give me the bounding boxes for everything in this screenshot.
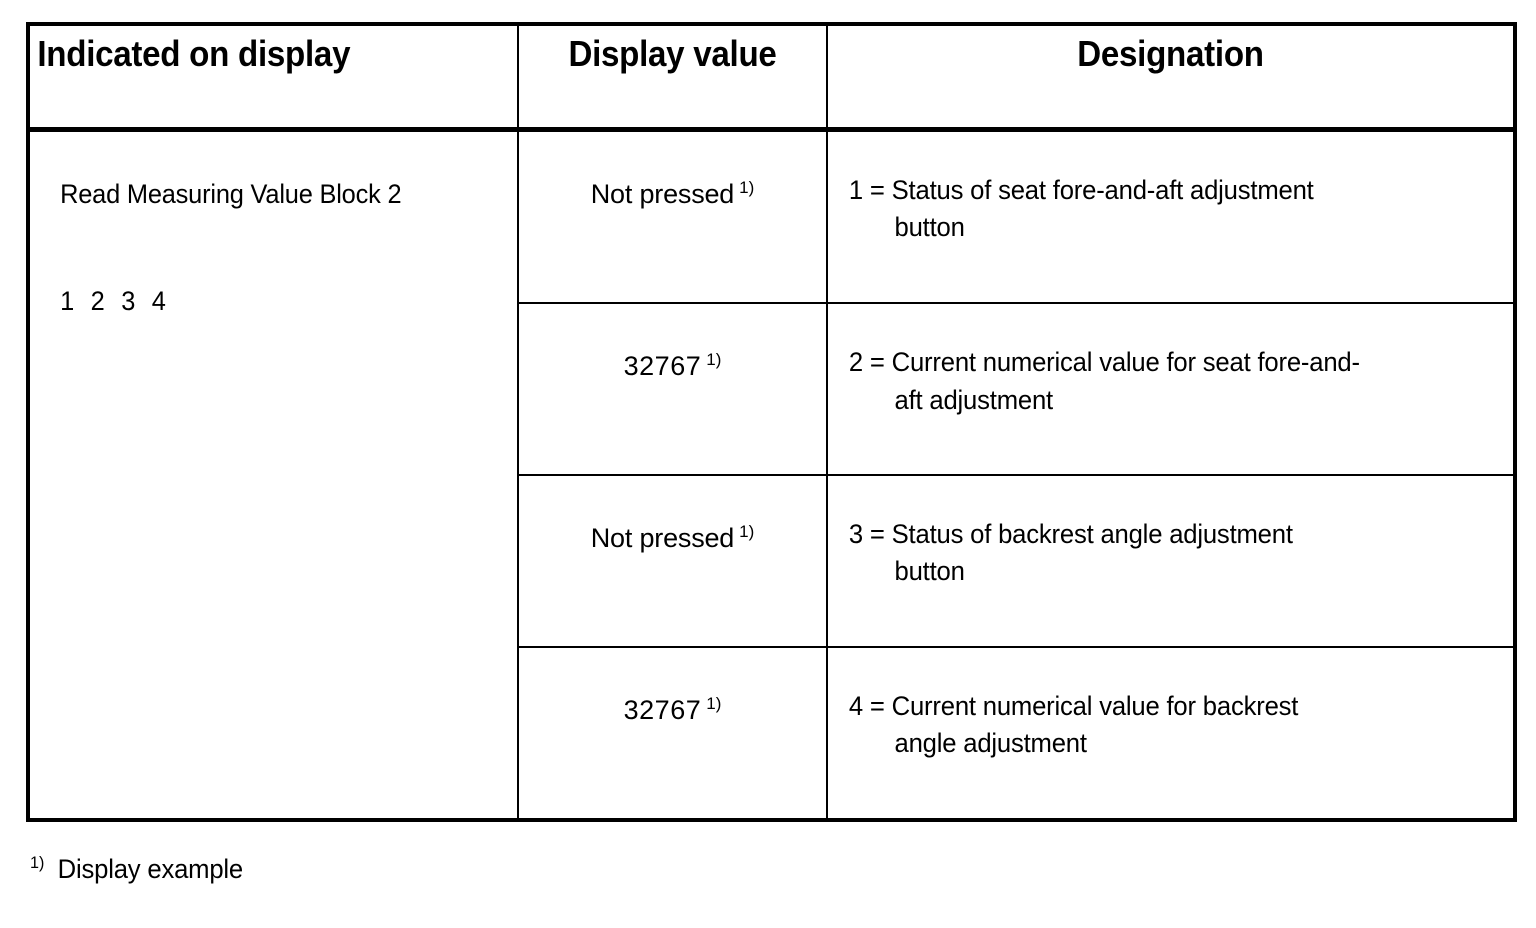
designation-line-2: aft adjustment xyxy=(894,384,1054,415)
indicated-on-display-cell: Read Measuring Value Block 2 1 2 3 4 xyxy=(26,128,519,821)
header-cell-display-value: Display value xyxy=(517,23,828,132)
table-header-row: Indicated on display Display value Desig… xyxy=(26,23,1517,132)
designation-line-2: button xyxy=(894,556,965,587)
designation-line-1: 1 = Status of seat fore-and-aft adjustme… xyxy=(848,175,1314,205)
table-row: Read Measuring Value Block 2 1 2 3 4 Not… xyxy=(26,128,1517,821)
designation-line-1: 3 = Status of backrest angle adjustment xyxy=(848,519,1293,550)
display-value-label: Not pressed xyxy=(590,523,735,554)
header-label-display-value: Display value xyxy=(568,33,777,74)
table-body: Read Measuring Value Block 2 1 2 3 4 Not… xyxy=(26,128,1517,823)
footnote-marker: 1) xyxy=(739,178,755,197)
header-cell-indicated-on-display: Indicated on display xyxy=(26,23,519,132)
measuring-block-field-numbers: 1 2 3 4 xyxy=(60,285,171,316)
table-header: Indicated on display Display value Desig… xyxy=(26,23,1517,132)
footnote-text: Display example xyxy=(57,854,244,884)
designation-text: 3 = Status of backrest angle adjustment … xyxy=(828,476,1479,591)
designation-cell: 1 = Status of seat fore-and-aft adjustme… xyxy=(826,128,1517,305)
designation-line-1: 2 = Current numerical value for seat for… xyxy=(848,347,1360,378)
footnote-marker: 1) xyxy=(30,853,45,872)
designation-text: 4 = Current numerical value for backrest… xyxy=(828,648,1479,763)
header-label-designation: Designation xyxy=(1077,33,1264,74)
designation-cell: 4 = Current numerical value for backrest… xyxy=(826,645,1517,823)
footnote: 1) Display example xyxy=(30,853,243,885)
display-value-label: 32767 xyxy=(623,351,702,382)
measuring-value-block-table: Indicated on display Display value Desig… xyxy=(26,22,1517,823)
footnote-marker: 1) xyxy=(739,522,755,542)
display-value-label: 32767 xyxy=(623,694,702,725)
footnote-marker: 1) xyxy=(706,693,722,713)
designation-cell: 2 = Current numerical value for seat for… xyxy=(826,302,1517,477)
footnote-marker: 1) xyxy=(706,350,722,370)
measuring-block-title: Read Measuring Value Block 2 xyxy=(60,179,402,209)
display-value-label: Not pressed xyxy=(590,179,735,209)
designation-line-2: button xyxy=(894,212,965,243)
header-cell-designation: Designation xyxy=(826,23,1517,132)
designation-line-2: angle adjustment xyxy=(894,728,1088,759)
designation-text: 2 = Current numerical value for seat for… xyxy=(828,304,1479,419)
designation-text: 1 = Status of seat fore-and-aft adjustme… xyxy=(828,132,1479,247)
designation-cell: 3 = Status of backrest angle adjustment … xyxy=(826,474,1517,648)
header-label-indicated-on-display: Indicated on display xyxy=(37,33,351,74)
designation-line-1: 4 = Current numerical value for backrest xyxy=(848,690,1299,721)
